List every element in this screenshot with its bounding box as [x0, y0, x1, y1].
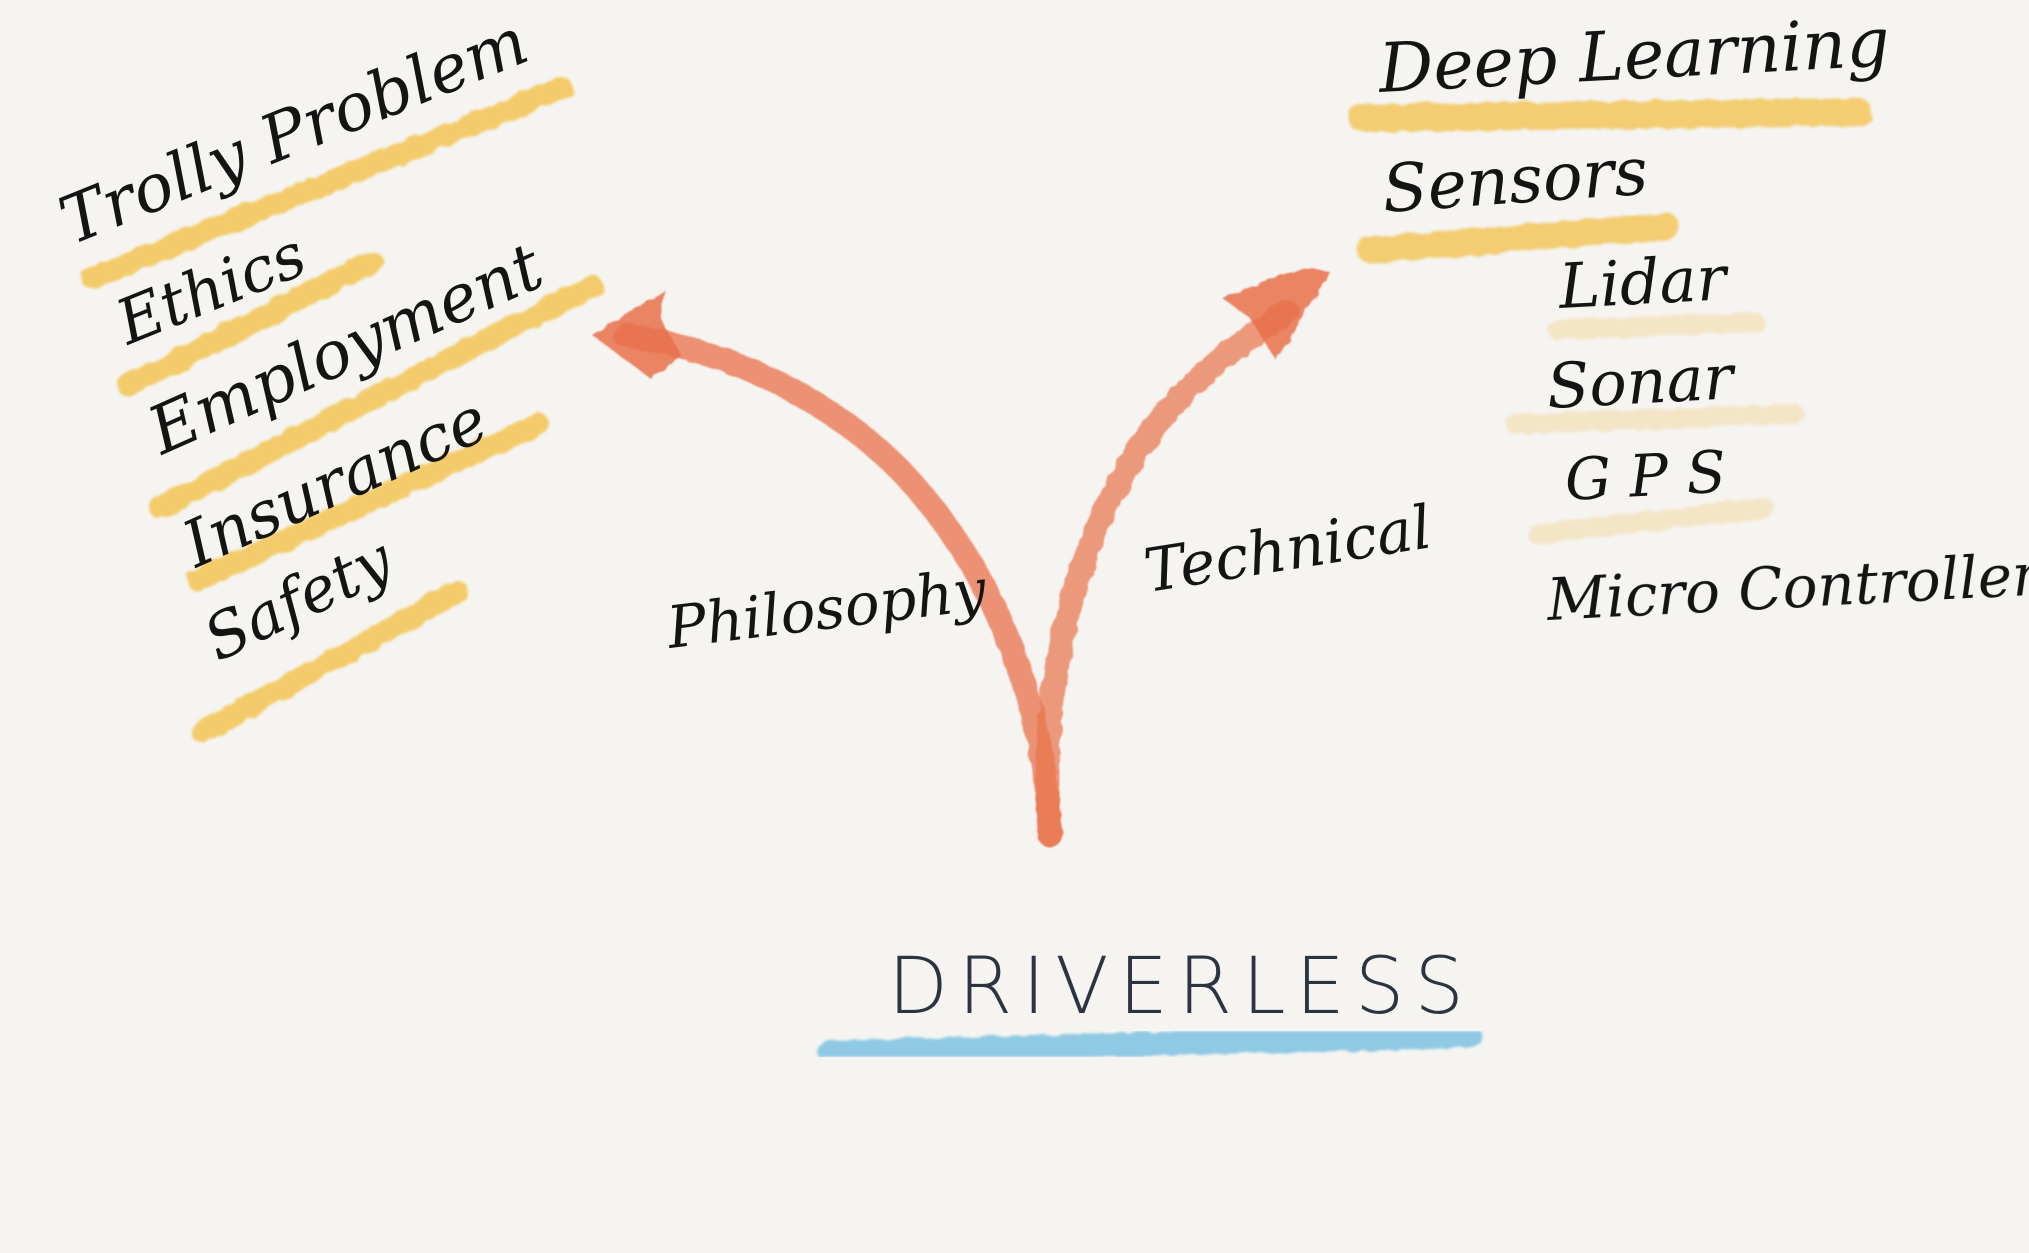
sensor-item: Sonar — [1545, 340, 1738, 423]
sensor-item: Lidar — [1556, 241, 1731, 323]
center-title: DRIVERLESS — [888, 942, 1474, 1032]
technical-item: Deep Learning — [1375, 3, 1892, 109]
highlight-deep-learning — [1348, 98, 1872, 132]
technical-arrow-shaft — [1035, 300, 1300, 847]
philosophy-label: Philosophy — [662, 555, 990, 662]
technical-arrow-head — [1222, 268, 1330, 360]
technical-highlights — [1348, 98, 1872, 544]
technical-item: Sensors — [1380, 133, 1651, 228]
highlight-insurance — [187, 413, 549, 591]
title-underline — [818, 1024, 1482, 1064]
highlight-safety — [191, 581, 469, 743]
philosophy-arrow-head — [592, 290, 682, 378]
philosophy-arrow-shaft — [613, 323, 1062, 847]
sensor-item: GPS — [1563, 437, 1745, 514]
highlight-ethics — [117, 251, 383, 396]
technical-item: Micro Controllers — [1544, 539, 2029, 634]
highlight-sonar — [1506, 404, 1804, 434]
technical-label: Technical — [1139, 492, 1436, 606]
highlight-trolly-problem — [81, 77, 573, 289]
highlight-sensors — [1357, 213, 1679, 263]
highlight-employment — [149, 275, 603, 519]
branch-arrows — [592, 268, 1330, 847]
philosophy-highlights — [81, 77, 603, 743]
highlight-lidar — [1548, 312, 1764, 340]
highlight-gps — [1528, 498, 1774, 544]
